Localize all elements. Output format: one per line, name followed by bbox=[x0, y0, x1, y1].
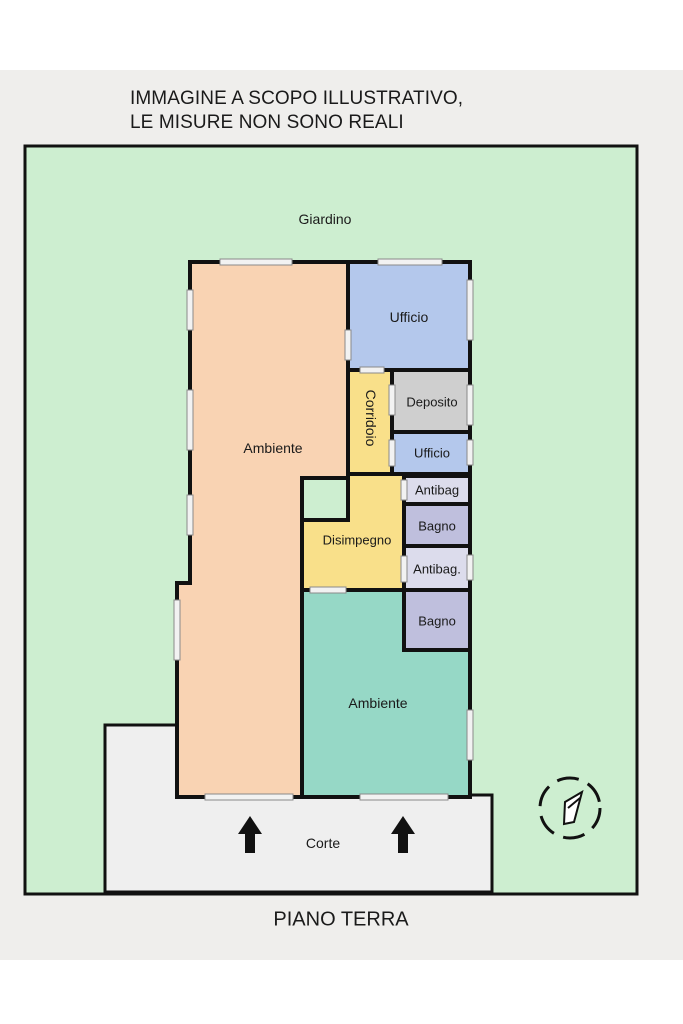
compass-icon bbox=[538, 776, 602, 840]
label-corte: Corte bbox=[305, 835, 341, 851]
window bbox=[359, 793, 449, 801]
window bbox=[173, 599, 181, 661]
label-antibagno-1: Antibag bbox=[414, 482, 460, 498]
door-opening bbox=[400, 479, 408, 501]
floor-title: PIANO TERRA bbox=[273, 908, 409, 931]
arrow-up-icon bbox=[238, 816, 262, 853]
disclaimer-line-2: LE MISURE NON SONO REALI bbox=[130, 112, 404, 133]
label-ufficio-top: Ufficio bbox=[389, 309, 429, 325]
window bbox=[466, 554, 474, 581]
window bbox=[466, 709, 474, 761]
label-disimpegno: Disimpegno bbox=[322, 532, 392, 548]
label-bagno-2: Bagno bbox=[418, 613, 456, 629]
label-antibagno-2: Antibag. bbox=[413, 561, 461, 577]
door-opening bbox=[359, 366, 385, 374]
window bbox=[219, 258, 293, 266]
window bbox=[466, 439, 474, 466]
window bbox=[377, 258, 443, 266]
label-ambiente-right: Ambiente bbox=[348, 695, 408, 711]
label-giardino: Giardino bbox=[298, 211, 352, 227]
window bbox=[186, 289, 194, 331]
door-opening bbox=[309, 586, 347, 594]
label-bagno-1: Bagno bbox=[418, 518, 456, 534]
window bbox=[186, 494, 194, 536]
disclaimer-line-1: IMMAGINE A SCOPO ILLUSTRATIVO, bbox=[130, 88, 464, 109]
door-opening bbox=[400, 555, 408, 583]
window bbox=[204, 793, 294, 801]
window bbox=[466, 384, 474, 426]
room-bagno-1 bbox=[402, 502, 472, 548]
label-ufficio-small: Ufficio bbox=[414, 445, 450, 461]
label-deposito: Deposito bbox=[406, 394, 458, 410]
room-ufficio-top bbox=[346, 260, 472, 372]
door-opening bbox=[344, 329, 352, 361]
window bbox=[186, 389, 194, 451]
door-opening bbox=[388, 384, 396, 416]
window bbox=[466, 279, 474, 341]
label-corridoio: Corridoio bbox=[363, 389, 379, 447]
label-ambiente-left: Ambiente bbox=[243, 440, 303, 456]
room-ambiente-right bbox=[300, 588, 472, 799]
windows bbox=[173, 258, 474, 801]
door-opening bbox=[388, 439, 396, 467]
arrow-up-icon bbox=[391, 816, 415, 853]
